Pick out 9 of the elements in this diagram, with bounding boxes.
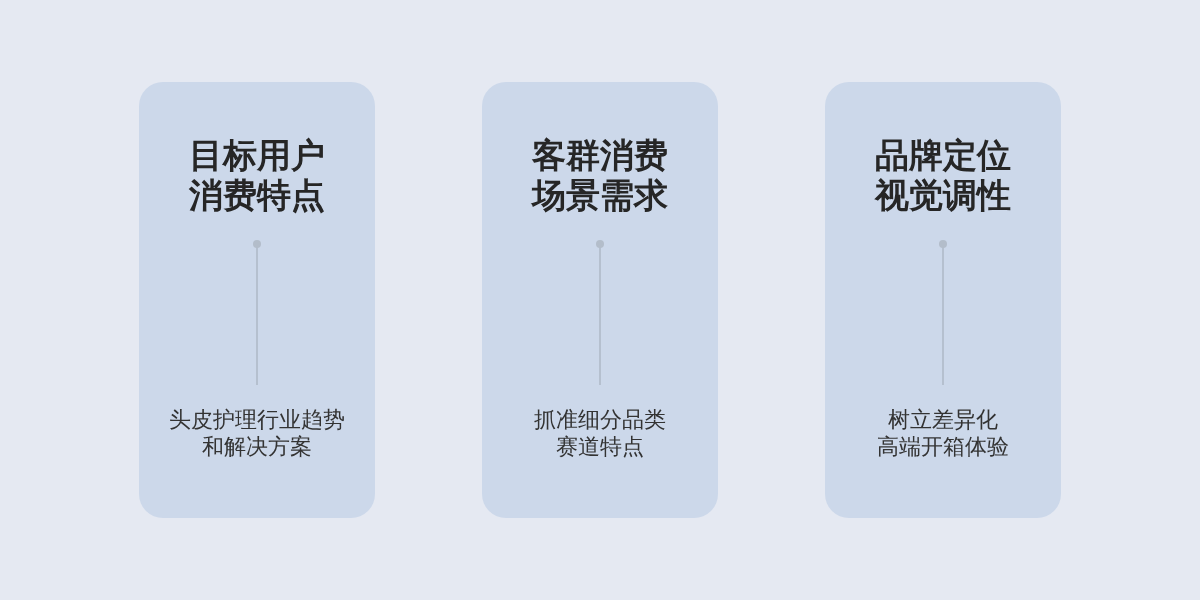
card-heading: 品牌定位视觉调性 [875, 135, 1011, 215]
card-description: 树立差异化高端开箱体验 [877, 406, 1009, 460]
card [139, 82, 375, 518]
card-description: 头皮护理行业趋势和解决方案 [169, 406, 345, 460]
card [825, 82, 1061, 518]
card-heading: 客群消费场景需求 [532, 135, 668, 215]
card-heading: 目标用户消费特点 [189, 135, 325, 215]
card [482, 82, 718, 518]
card-description: 抓准细分品类赛道特点 [534, 406, 666, 460]
